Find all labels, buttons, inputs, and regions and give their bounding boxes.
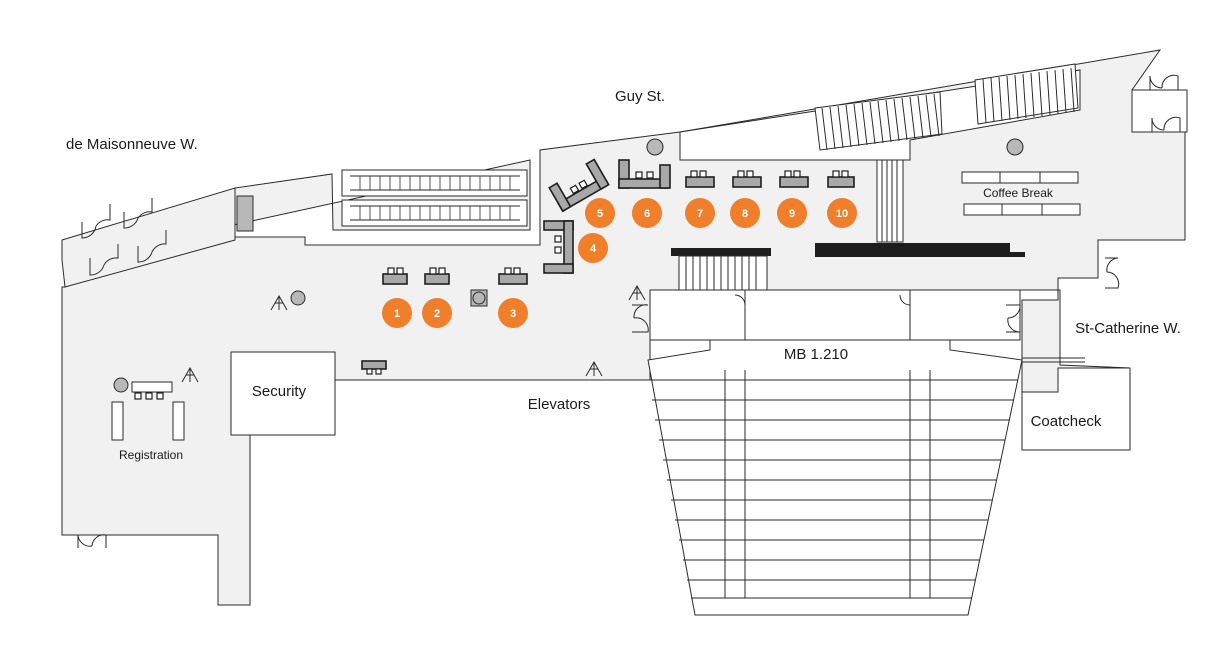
stage-bar-left [671, 248, 771, 256]
registration-label: Registration [119, 448, 183, 462]
table-icon [361, 158, 855, 375]
security-room: Security [230, 351, 336, 436]
svg-text:10: 10 [836, 208, 848, 220]
pillar-icon [290, 138, 1024, 307]
booth-marker[interactable]: 4 [578, 233, 608, 263]
registration-area: Registration [111, 377, 185, 462]
street-label-st-catherine: St-Catherine W. [1075, 320, 1181, 337]
street-label-guy: Guy St. [615, 88, 665, 105]
svg-text:8: 8 [742, 208, 748, 220]
stage-stairs [678, 255, 768, 293]
booth-marker[interactable]: 9 [777, 198, 807, 228]
column-block [236, 195, 254, 232]
auditorium: MB 1.210 [647, 289, 1023, 616]
pillar-icon [113, 377, 129, 393]
coffee-break-area: Coffee Break [961, 171, 1081, 216]
booth-marker[interactable]: 5 [585, 198, 615, 228]
svg-text:7: 7 [697, 208, 703, 220]
door-icon [77, 74, 1181, 548]
street-label-de-maisonneuve: de Maisonneuve W. [66, 136, 198, 153]
booth-marker[interactable]: 1 [382, 298, 412, 328]
svg-text:6: 6 [644, 208, 650, 220]
elevators-label: Elevators [528, 396, 591, 413]
stage-bar-right-tail [1005, 252, 1025, 257]
booth-marker[interactable]: 7 [685, 198, 715, 228]
booth-marker[interactable]: 3 [498, 298, 528, 328]
security-label: Security [252, 383, 307, 400]
entrance-strip [61, 187, 236, 288]
coffee-break-label: Coffee Break [983, 186, 1054, 200]
stage-bar-right [815, 243, 1010, 257]
svg-text:2: 2 [434, 308, 440, 320]
svg-text:4: 4 [590, 243, 597, 255]
svg-text:1: 1 [394, 308, 400, 320]
booth-marker[interactable]: 2 [422, 298, 452, 328]
coatcheck-label: Coatcheck [1031, 413, 1102, 430]
booth-marker[interactable]: 8 [730, 198, 760, 228]
svg-text:3: 3 [510, 308, 516, 320]
booth-marker[interactable]: 6 [632, 198, 662, 228]
fire-extinguisher-icon [181, 284, 646, 383]
booth-markers: 1 2 3 4 5 6 7 8 9 10 [382, 198, 857, 328]
stairs-top [814, 63, 1079, 151]
svg-text:9: 9 [789, 208, 795, 220]
right-room [1131, 89, 1188, 133]
floor-area [61, 49, 1186, 606]
coatcheck-room: Coatcheck [1021, 357, 1131, 451]
vertical-stairs [876, 159, 904, 243]
booth-marker[interactable]: 10 [827, 198, 857, 228]
svg-text:5: 5 [597, 208, 603, 220]
auditorium-label: MB 1.210 [784, 346, 848, 363]
escalator-icon [341, 169, 528, 227]
